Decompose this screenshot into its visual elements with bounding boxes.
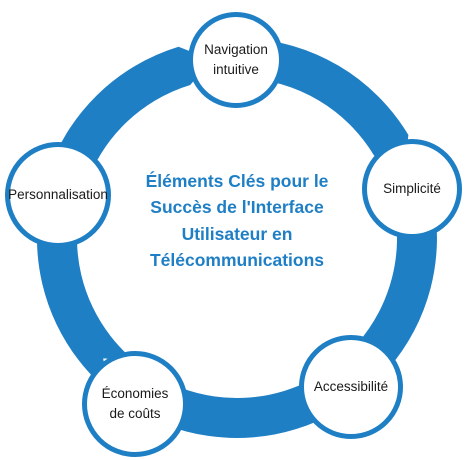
node-label: Accessibilité xyxy=(313,379,389,395)
cycle-arrow-segment xyxy=(352,196,437,376)
node-accessibilite: Accessibilité xyxy=(299,335,403,439)
cycle-arrow-segment xyxy=(37,212,135,392)
node-label: Économies de coûts xyxy=(101,386,169,421)
node-economies-de-couts: Économies de coûts xyxy=(82,351,188,457)
cycle-arrow-segment xyxy=(242,38,409,171)
cycle-arrow-segment xyxy=(147,376,337,438)
center-title: Éléments Clés pour le Succès de l'Interf… xyxy=(145,171,329,270)
node-label: Navigation intuitive xyxy=(204,42,268,77)
node-navigation-intuitive: Navigation intuitive xyxy=(188,12,284,108)
node-label: Simplicité xyxy=(383,181,441,197)
node-label: Personnalisation xyxy=(8,187,108,203)
node-simplicite: Simplicité xyxy=(362,139,462,239)
node-personnalisation: Personnalisation xyxy=(5,142,111,248)
